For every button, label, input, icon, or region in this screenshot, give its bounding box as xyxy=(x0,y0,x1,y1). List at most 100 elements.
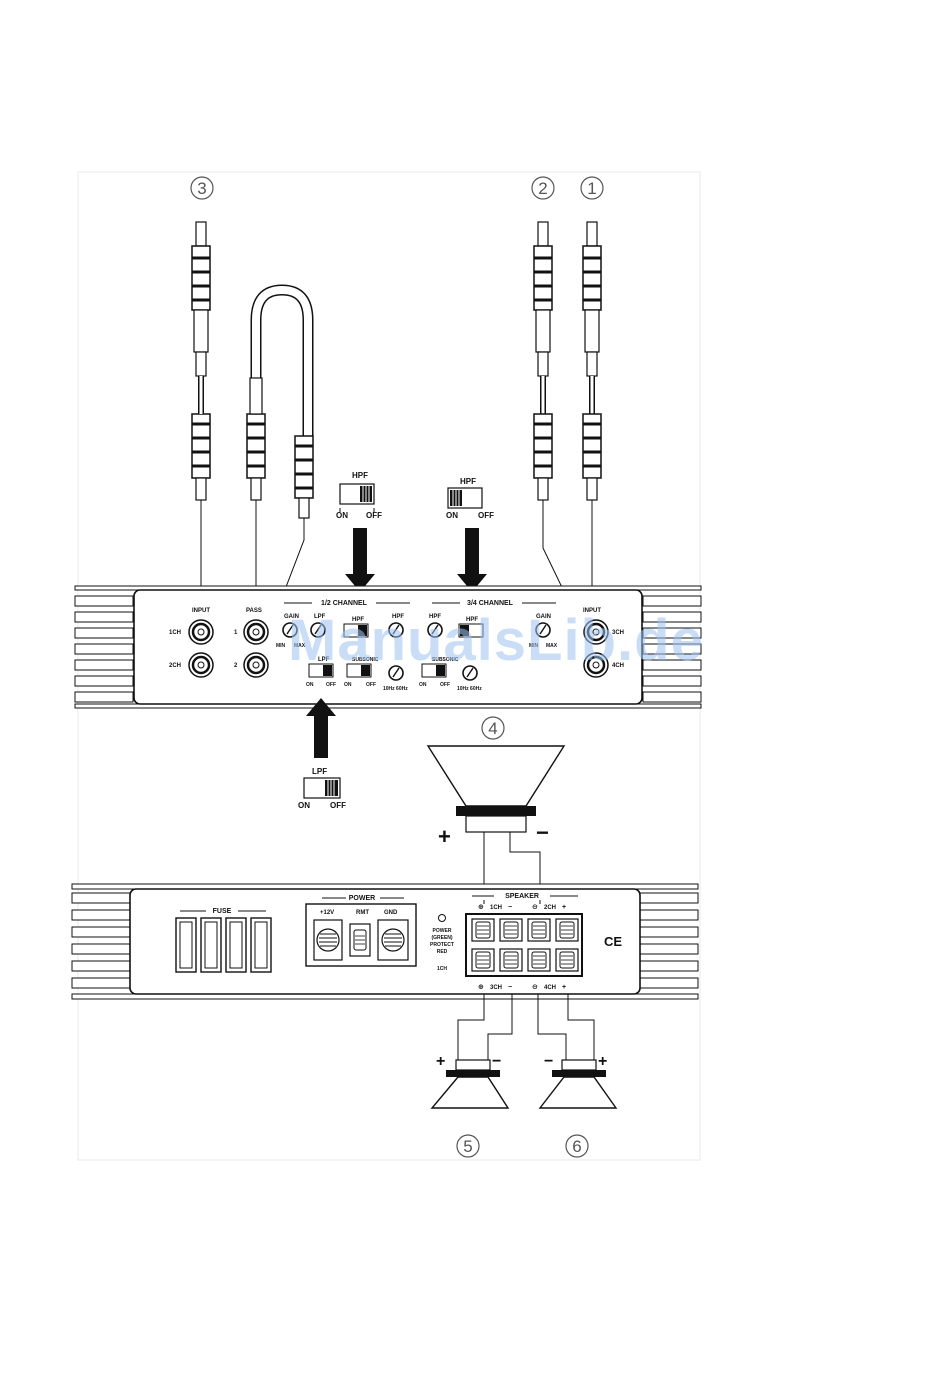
svg-text:1CH: 1CH xyxy=(490,905,502,911)
heatsink-fins-right-top xyxy=(642,595,702,703)
svg-text:SUBSONIC: SUBSONIC xyxy=(352,657,379,663)
svg-text:2: 2 xyxy=(234,663,238,669)
svg-text:ON: ON xyxy=(336,511,348,520)
power-label: POWER xyxy=(349,895,375,902)
rca-jack-1ch xyxy=(187,618,215,646)
marker-4: 4 xyxy=(481,716,505,740)
svg-text:OFF: OFF xyxy=(366,682,376,688)
svg-text:−: − xyxy=(544,1053,553,1070)
arrow-up-lpf xyxy=(306,698,336,758)
fuse-3 xyxy=(225,917,247,973)
rca-cable-2 xyxy=(532,220,598,661)
svg-text:4: 4 xyxy=(488,719,497,738)
svg-text:LPF: LPF xyxy=(314,614,326,620)
marker-2: 2 xyxy=(531,176,555,200)
speaker-4: + − xyxy=(426,745,566,849)
svg-text:⊕: ⊕ xyxy=(478,904,484,911)
hpf-switch-34 xyxy=(458,623,484,638)
svg-text:−: − xyxy=(508,904,512,911)
power-terminal-gnd xyxy=(377,919,409,961)
svg-text:3CH: 3CH xyxy=(490,985,502,991)
rca-cable-3 xyxy=(190,220,212,625)
section-label-12: 1/2 CHANNEL xyxy=(321,600,368,607)
svg-text:OFF: OFF xyxy=(326,682,336,688)
heatsink-fins-left-top xyxy=(74,595,134,703)
svg-text:ON: ON xyxy=(306,682,314,688)
speaker-6-wires xyxy=(537,994,595,1060)
svg-text:2CH: 2CH xyxy=(544,905,556,911)
svg-text:HPF: HPF xyxy=(466,617,478,623)
svg-text:ON: ON xyxy=(344,682,352,688)
rca-cable-1 xyxy=(581,220,603,625)
lpf-switch-callout: LPF ON OFF xyxy=(298,767,346,810)
svg-text:5: 5 xyxy=(463,1137,472,1156)
svg-text:+: + xyxy=(436,1053,445,1070)
svg-text:+: + xyxy=(438,824,451,849)
rca-jack-pass-2 xyxy=(242,651,270,679)
svg-text:⊖: ⊖ xyxy=(532,904,538,911)
svg-text:4CH: 4CH xyxy=(544,985,556,991)
svg-text:GND: GND xyxy=(384,910,398,916)
svg-text:HPF: HPF xyxy=(352,471,368,480)
watermark: ManualsLib.de xyxy=(288,608,704,673)
arrow-down-left xyxy=(345,528,375,592)
fuse-label: FUSE xyxy=(213,908,232,915)
svg-text:POWER: POWER xyxy=(433,928,452,934)
subsonic-switch-12 xyxy=(346,663,372,678)
rca-jack-2ch xyxy=(187,651,215,679)
power-terminal-rmt xyxy=(349,923,371,957)
svg-text:+: + xyxy=(562,904,566,911)
lpf-switch-12 xyxy=(308,663,334,678)
svg-text:4CH: 4CH xyxy=(612,663,624,669)
svg-text:INPUT: INPUT xyxy=(192,608,210,614)
hpf-switch-12 xyxy=(343,623,369,638)
svg-text:PROTECT: PROTECT xyxy=(430,942,454,948)
svg-text:ON: ON xyxy=(298,801,310,810)
speaker-5: + − xyxy=(430,1053,510,1109)
section-label-34: 3/4 CHANNEL xyxy=(467,600,514,607)
svg-text:RED: RED xyxy=(437,949,448,955)
speaker-label: SPEAKER xyxy=(505,893,539,900)
svg-text:GAIN: GAIN xyxy=(536,614,551,620)
svg-text:HPF: HPF xyxy=(352,617,364,623)
svg-text:+: + xyxy=(598,1053,607,1070)
svg-text:PASS: PASS xyxy=(246,608,262,614)
power-terminal-12v xyxy=(313,919,343,961)
hpf-switch-callout-right: HPF ON OFF xyxy=(446,477,494,520)
svg-text:MIN: MIN xyxy=(529,643,539,649)
svg-text:HPF: HPF xyxy=(392,614,404,620)
svg-text:+12V: +12V xyxy=(320,910,334,916)
heatsink-fins-right-bottom xyxy=(639,892,699,989)
svg-text:ON: ON xyxy=(446,511,458,520)
svg-text:OFF: OFF xyxy=(330,801,346,810)
svg-text:⊕: ⊕ xyxy=(478,984,484,991)
svg-text:RMT: RMT xyxy=(356,910,369,916)
svg-text:2: 2 xyxy=(538,179,547,198)
rca-jack-pass-1 xyxy=(242,618,270,646)
power-led-icon xyxy=(438,914,446,922)
svg-text:MAX: MAX xyxy=(294,643,306,649)
svg-text:−: − xyxy=(536,820,549,845)
svg-text:GAIN: GAIN xyxy=(284,614,299,620)
marker-3: 3 xyxy=(190,176,214,200)
svg-text:−: − xyxy=(508,984,512,991)
svg-text:MIN: MIN xyxy=(276,643,286,649)
svg-text:10Hz 60Hz: 10Hz 60Hz xyxy=(457,686,482,692)
svg-text:10Hz 60Hz: 10Hz 60Hz xyxy=(383,686,408,692)
speaker-5-wires xyxy=(457,994,513,1060)
arrow-down-right xyxy=(457,528,487,592)
svg-text:−: − xyxy=(492,1053,501,1070)
svg-text:LPF: LPF xyxy=(312,767,327,776)
svg-text:OFF: OFF xyxy=(366,511,382,520)
svg-text:INPUT: INPUT xyxy=(583,608,601,614)
svg-text:1: 1 xyxy=(587,179,596,198)
svg-text:SUBSONIC: SUBSONIC xyxy=(432,657,459,663)
svg-text:2CH: 2CH xyxy=(169,663,181,669)
fuse-2 xyxy=(200,917,222,973)
ce-mark: CE xyxy=(604,934,622,949)
svg-text:HPF: HPF xyxy=(429,614,441,620)
svg-text:HPF: HPF xyxy=(460,477,476,486)
hpf-switch-callout-left: HPF ON OFF xyxy=(336,471,382,520)
svg-text:⊖: ⊖ xyxy=(532,984,538,991)
heatsink-fins-left-bottom xyxy=(71,892,131,989)
